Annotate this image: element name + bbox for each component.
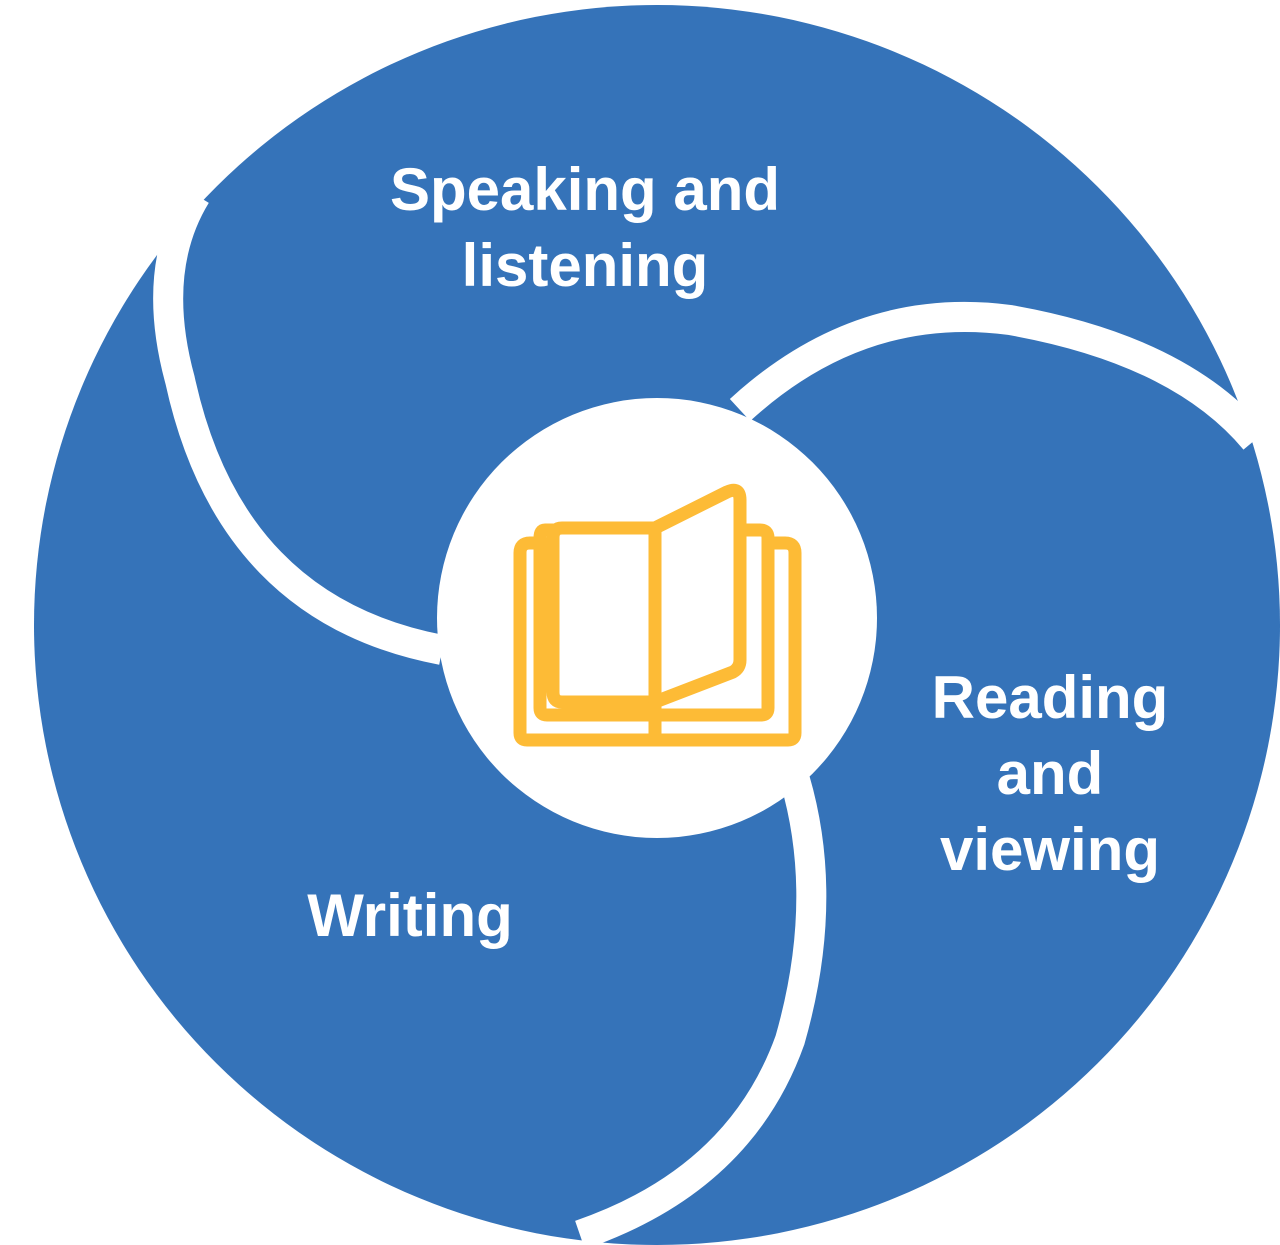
segment-label-reading-and-viewing: Reading and viewing xyxy=(931,664,1169,883)
segment-label-speaking-and-listening: Speaking and listening xyxy=(389,156,781,299)
open-book-icon xyxy=(513,483,802,747)
segment-label-writing: Writing xyxy=(307,882,513,949)
separator-writing-reading xyxy=(575,775,827,1245)
separator-speaking-reading xyxy=(729,301,1267,450)
separator-speaking-writing xyxy=(153,187,445,665)
